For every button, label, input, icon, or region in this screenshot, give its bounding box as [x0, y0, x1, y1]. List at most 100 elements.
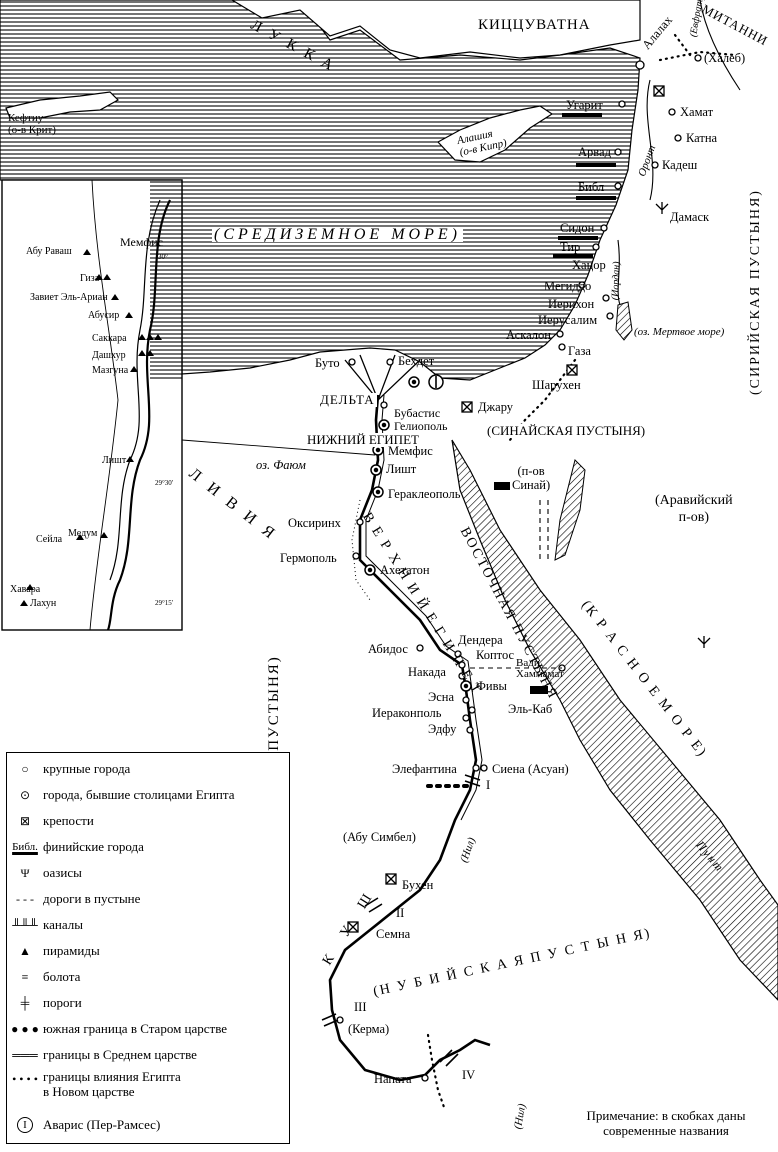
label-fayum: оз. Фаюм: [256, 458, 306, 472]
inset-zawiyet: Завиет Эль-Ариан: [30, 292, 108, 303]
label-memphis: Мемфис: [388, 444, 433, 458]
bar-wadi-mine: [530, 686, 548, 694]
marker-napata: [421, 1074, 429, 1082]
map-note: Примечание: в скобках даны современные н…: [560, 1108, 772, 1138]
oasis-damascus: [655, 202, 669, 214]
label-lisht: Лишт: [386, 462, 417, 476]
label-semna: Семна: [376, 927, 411, 941]
new-kingdom-border-north: [658, 33, 737, 62]
marker-kadesh: [651, 161, 659, 169]
marker-dendera: [454, 650, 462, 658]
dead-sea: [615, 301, 633, 341]
cyprus-island: [437, 105, 554, 163]
cataract-2: [364, 897, 383, 913]
inset-meidum: Медум: [68, 528, 98, 539]
marker-koptos: [458, 661, 466, 669]
oasis-markers: [655, 202, 711, 648]
legend-label: каналы: [43, 917, 83, 932]
legend-label: крупные города: [43, 761, 131, 776]
bar-arvad: [576, 163, 616, 167]
fortress-markers: [347, 85, 665, 933]
legend-pyramid-icon: ▲: [19, 943, 31, 958]
marker-alalakh: [635, 60, 645, 70]
label-esna: Эсна: [428, 690, 455, 704]
euphrates-river: [699, 0, 741, 91]
phoenician-bars: [494, 113, 616, 694]
label-hamath: Хамат: [680, 105, 714, 119]
marker-arvad: [614, 148, 622, 156]
label-heliopolis: Гелиополь: [394, 419, 448, 433]
label-megiddo: Мегиддо: [544, 279, 592, 293]
oasis-west: [697, 636, 711, 648]
label-syene: Сиена (Асуан): [492, 762, 569, 776]
legend-circle-icon: ○: [21, 761, 29, 776]
marker-hierakonpolis: [462, 714, 470, 722]
legend-label: крепости: [43, 813, 94, 828]
marker-hamath: [668, 108, 676, 116]
desert-road-sinai: [539, 500, 549, 560]
legend-label: Аварис (Пер-Рамсес): [43, 1117, 161, 1132]
label-cataract-3: III: [354, 1000, 367, 1014]
red-sea: [451, 439, 778, 1001]
fortress-buhen: [385, 873, 397, 885]
new-kingdom-border-south: [426, 1033, 447, 1112]
legend-capital-icon: ⊙: [19, 787, 31, 802]
label-herakleopolis: Гераклеополь: [388, 487, 461, 501]
cataract-markers: [321, 774, 481, 1067]
inset-lat-2: 29°30': [155, 479, 174, 487]
legend-label: оазисы: [43, 865, 82, 880]
inset-memphis: Мемфис: [120, 235, 163, 249]
marker-sidon: [600, 224, 608, 232]
legend-row-capitals: ⊙ города, бывшие столицами Египта: [7, 783, 235, 807]
label-kadesh: Кадеш: [662, 158, 698, 172]
legend: ○ крупные города ⊙ города, бывшие столиц…: [6, 752, 290, 1144]
label-aleppo: (Халеб): [704, 51, 746, 65]
legend-old-border-icon: ● ● ●: [11, 1021, 39, 1036]
label-jericho: Иерихон: [548, 297, 595, 311]
legend-row-old-border: ● ● ● южная граница в Старом царстве: [7, 1017, 227, 1041]
label-abydos: Абидос: [368, 642, 408, 656]
marker-jerusalem: [606, 312, 614, 320]
marker-syene: [480, 764, 488, 772]
label-ashkelon: Аскалон: [506, 328, 551, 342]
label-buhen: Бухен: [402, 878, 434, 892]
label-mediterranean: (СРЕДИЗЕМНОЕ МОРЕ): [212, 226, 463, 243]
legend-label: границы влияния Египта в Новом царстве: [43, 1069, 181, 1099]
inset-seila: Сейла: [36, 534, 63, 545]
label-el-kab: Эль-Каб: [508, 702, 553, 716]
inset-dahshur: Дашхур: [92, 350, 126, 361]
fortress-sharuhen: [566, 364, 578, 376]
legend-row-phoenician: Библ. финийские города: [7, 835, 144, 859]
marker-abydos: [416, 644, 424, 652]
marker-elephantine: [472, 764, 480, 772]
marker-hermopolis: [352, 552, 360, 560]
label-qatna: Катна: [686, 131, 718, 145]
marker-bubastis: [380, 401, 388, 409]
inset-hawara: Хавара: [10, 584, 41, 595]
inset-lahun: Лахун: [30, 598, 57, 609]
inset-abu-rawash: Абу Раваш: [26, 246, 72, 257]
legend-new-border-icon: • • • •: [12, 1071, 38, 1086]
legend-row-cataract: ╪ пороги: [7, 991, 82, 1015]
legend-label: города, бывшие столицами Египта: [43, 787, 235, 802]
inset-giza: Гиза: [80, 273, 100, 284]
marker-naqada: [458, 672, 466, 680]
marker-ashkelon: [556, 330, 564, 338]
legend-label: дороги в пустыне: [43, 891, 141, 906]
bar-byblos: [576, 196, 616, 200]
label-behdet: Бехдет: [398, 354, 435, 368]
label-damascus: Дамаск: [670, 210, 710, 224]
bar-sinai-mine: [494, 482, 512, 490]
cataract-4: [439, 1049, 459, 1067]
marker-elkab: [468, 706, 476, 714]
fortress-djaru: [461, 401, 473, 413]
label-sharuhen: Шарухен: [532, 378, 581, 392]
inset-lat-1: 30°: [158, 253, 168, 261]
marker-megiddo: [578, 281, 586, 289]
legend-row-oasis: Ψ оазисы: [7, 861, 82, 885]
legend-avaris-icon: I: [7, 1113, 43, 1137]
label-cataract-4: IV: [462, 1068, 476, 1082]
fortress-alalakh: [653, 85, 665, 97]
cataract-3: [321, 1013, 339, 1027]
legend-label: пирамиды: [43, 943, 100, 958]
